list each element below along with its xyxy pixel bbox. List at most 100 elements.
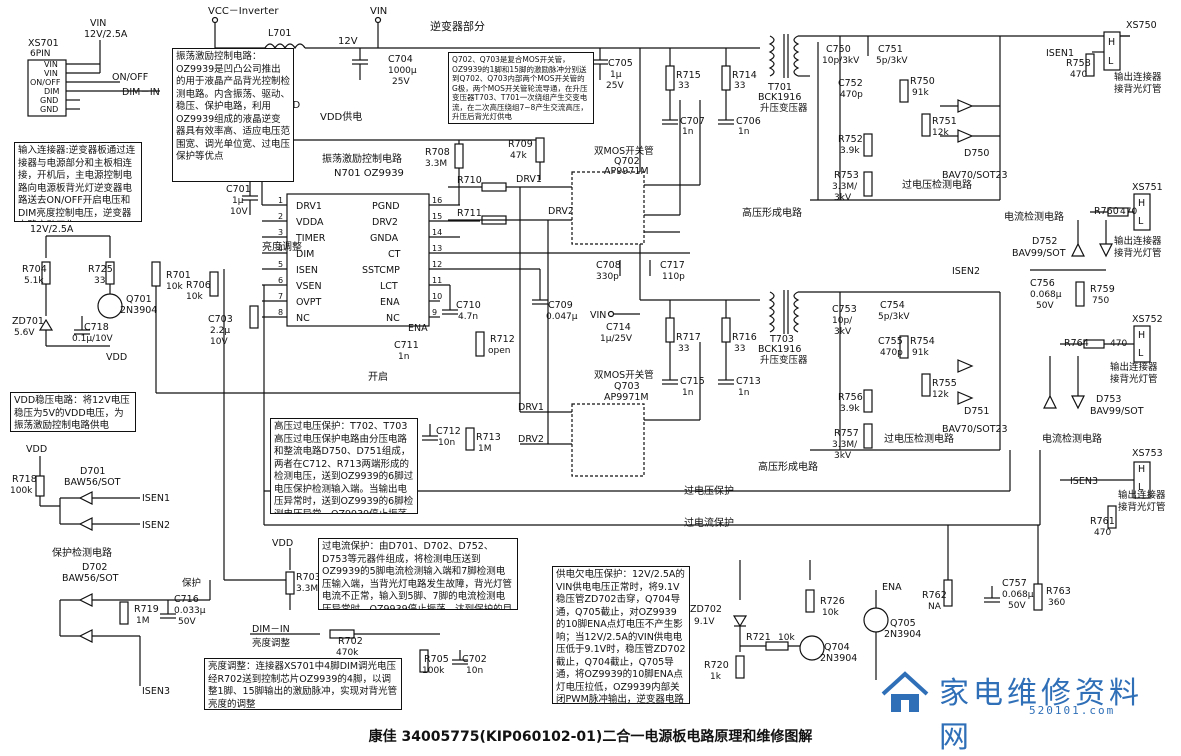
protect-detect [35, 456, 211, 686]
drv1-label: DRV1 [516, 174, 542, 185]
r759-value: 750 [1092, 296, 1109, 306]
q704-ref: Q704 [824, 642, 850, 653]
r761-value: 470 [1094, 528, 1111, 538]
ic-pin-pgnd: PGND [372, 201, 400, 212]
r702-ref: R702 [338, 636, 363, 647]
brightness-label: 亮度调整 [262, 240, 302, 253]
uvp-circuit [732, 525, 1043, 680]
ic-pin-sstcmp: SSTCMP [362, 265, 400, 276]
xs751-h: H [1138, 198, 1145, 209]
r726-ref: R726 [820, 596, 845, 607]
current-detect-2-label: 电流检测电路 [1042, 432, 1102, 445]
r718-ref: R718 [12, 474, 37, 485]
c709-ref: C709 [548, 300, 573, 311]
drv2-b-label: DRV2 [518, 434, 544, 445]
r715-value: 33 [678, 81, 689, 91]
q701-type: 2N3904 [120, 305, 157, 316]
ic-num-15: 15 [432, 212, 442, 221]
r715-ref: R715 [676, 70, 701, 81]
c754-value: 5p/3kV [878, 312, 910, 322]
isen2-bottom: ISEN2 [142, 520, 170, 531]
isen1-bottom: ISEN1 [142, 493, 170, 504]
xs701-pin6: GND [40, 105, 58, 114]
vdd-network [242, 110, 578, 225]
start-label: 开启 [368, 370, 388, 383]
c756-voltage: 50V [1036, 301, 1054, 311]
c704-voltage: 25V [392, 77, 410, 87]
ic-num-8: 8 [278, 308, 283, 317]
note-mos: Q702、Q703是复合MOS开关管，OZ9939的1脚和15脚的激励脉冲分别送… [448, 52, 594, 124]
ic-pin-nc-left: NC [296, 313, 310, 324]
ic-pin-vsen: VSEN [296, 281, 322, 292]
r759-ref: R759 [1090, 284, 1115, 295]
q703-ref: Q703 [614, 381, 640, 392]
drv2-label: DRV2 [548, 206, 574, 217]
watermark-text: 家电维修资料网 [939, 676, 1143, 755]
r754-ref: R754 [910, 336, 935, 347]
dim-in-b-label: DIM－IN [252, 624, 290, 635]
c750-value: 10p/3kV [822, 56, 860, 66]
r716-ref: R716 [732, 332, 757, 343]
xs701-pin1: VIN [44, 60, 58, 69]
xs750-ref: XS750 [1126, 20, 1157, 31]
vdd-d-label: VDD [272, 538, 293, 549]
c703-ref: C703 [208, 314, 233, 325]
xs750-desc: 输出连接器 [1114, 71, 1162, 83]
c714-value: 1μ/25V [600, 334, 633, 344]
r760-ref: R760 [1094, 206, 1119, 217]
c752-ref: C752 [838, 78, 863, 89]
r705-ref: R705 [424, 654, 449, 665]
d751-ref: D751 [964, 406, 989, 417]
c704-ref: C704 [388, 54, 413, 65]
r708-ref: R708 [425, 147, 450, 158]
note-uvp: 供电欠电压保护：12V/2.5A的VIN供电电压正常时，将9.1V稳压管ZD70… [552, 566, 690, 704]
r725-ref: R725 [88, 264, 113, 275]
r713-ref: R713 [476, 432, 501, 443]
r716-value: 33 [734, 344, 745, 354]
xs753-desc: 输出连接器 [1118, 489, 1166, 501]
c708-ref: C708 [596, 260, 621, 271]
isen2-out: ISEN2 [952, 266, 980, 277]
xs753-l: L [1138, 482, 1144, 493]
c703-voltage: 10V [210, 337, 228, 347]
d752-ref: D752 [1032, 236, 1057, 247]
vdd-c-label: VDD [26, 444, 47, 455]
c706-value: 1n [738, 127, 749, 137]
xs701-connector [27, 40, 160, 117]
c753-value: 10p/ [832, 316, 853, 326]
d701-type: BAW56/SOT [64, 477, 121, 488]
xs752-l: L [1138, 348, 1144, 359]
r750-value: 91k [912, 88, 929, 98]
ic-ref: N701 OZ9939 [334, 168, 404, 179]
q704-type: 2N3904 [820, 653, 857, 664]
r719-value: 1M [136, 616, 150, 626]
c757-ref: C757 [1002, 578, 1027, 589]
c704-value: 1000μ [388, 66, 417, 76]
c701-value: 1μ [232, 196, 244, 206]
c755-value: 470p [880, 348, 903, 358]
site-logo-icon [881, 671, 929, 712]
r755-value: 12k [932, 390, 949, 400]
xs753-h: H [1138, 464, 1145, 475]
on-off-label: ON/OFF [112, 72, 148, 83]
r753-ref: R753 [834, 170, 859, 181]
ov-detect-2: 过电压检测电路 [884, 432, 954, 445]
c751-value: 5p/3kV [876, 56, 908, 66]
xs751-desc: 输出连接器 [1114, 235, 1162, 247]
vdd-supply-label: VDD供电 [320, 110, 362, 123]
c705-voltage: 25V [606, 81, 624, 91]
dim-network [250, 548, 468, 673]
t701-type: BCK1916 [758, 92, 801, 103]
q702-desc: 双MOS开关管 [594, 145, 654, 157]
d753-type: BAV99/SOT [1090, 406, 1144, 417]
d701-ref: D701 [80, 466, 105, 477]
xs751-desc2: 接背光灯管 [1114, 247, 1162, 259]
rail-12v-label: 12V [338, 36, 358, 47]
vin-12v-value: 12V/2.5A [84, 29, 128, 40]
c756-value: 0.068μ [1030, 290, 1062, 300]
ena-pin-label: ENA [408, 323, 428, 334]
c751-ref: C751 [878, 44, 903, 55]
c753-ref: C753 [832, 304, 857, 315]
xs750-desc2: 接背光灯管 [1114, 83, 1162, 95]
